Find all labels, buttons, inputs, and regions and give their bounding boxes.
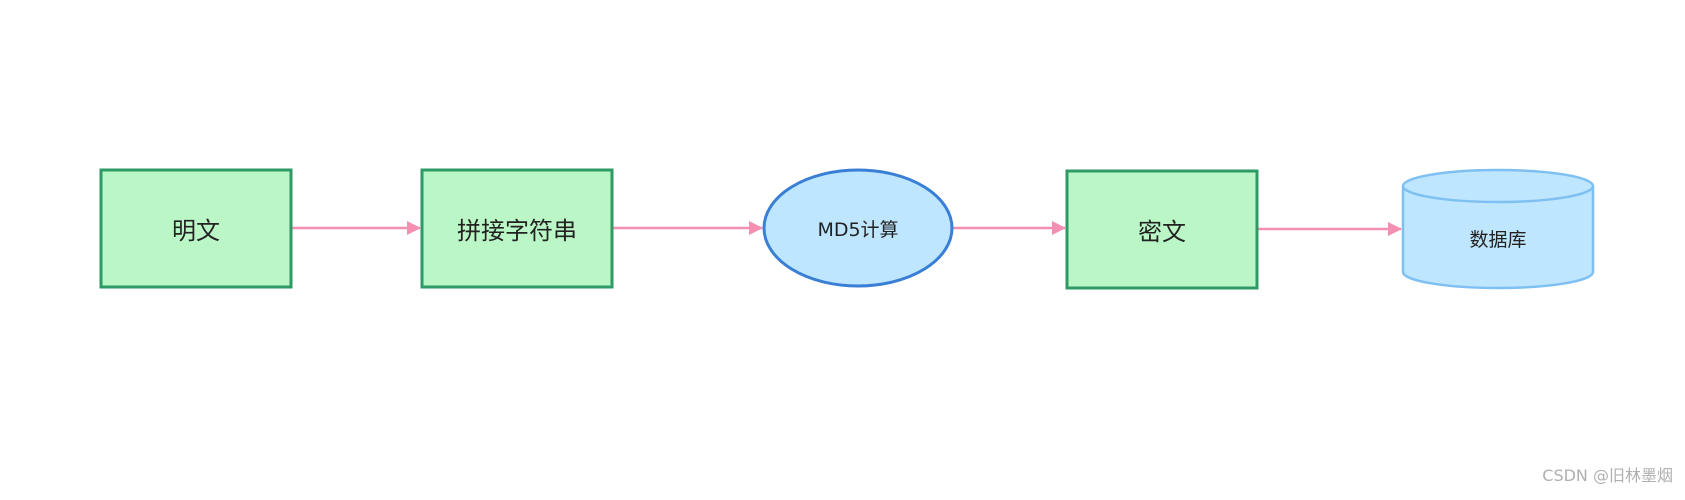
node-concat[interactable] <box>420 168 614 289</box>
node-md5[interactable] <box>762 168 954 288</box>
database-top <box>1401 168 1595 204</box>
watermark-text: CSDN @旧林墨烟 <box>1542 466 1673 485</box>
node-database[interactable] <box>1401 168 1595 290</box>
database-body <box>1401 186 1595 290</box>
node-plaintext[interactable] <box>99 168 293 289</box>
node-ciphertext[interactable] <box>1065 169 1259 290</box>
